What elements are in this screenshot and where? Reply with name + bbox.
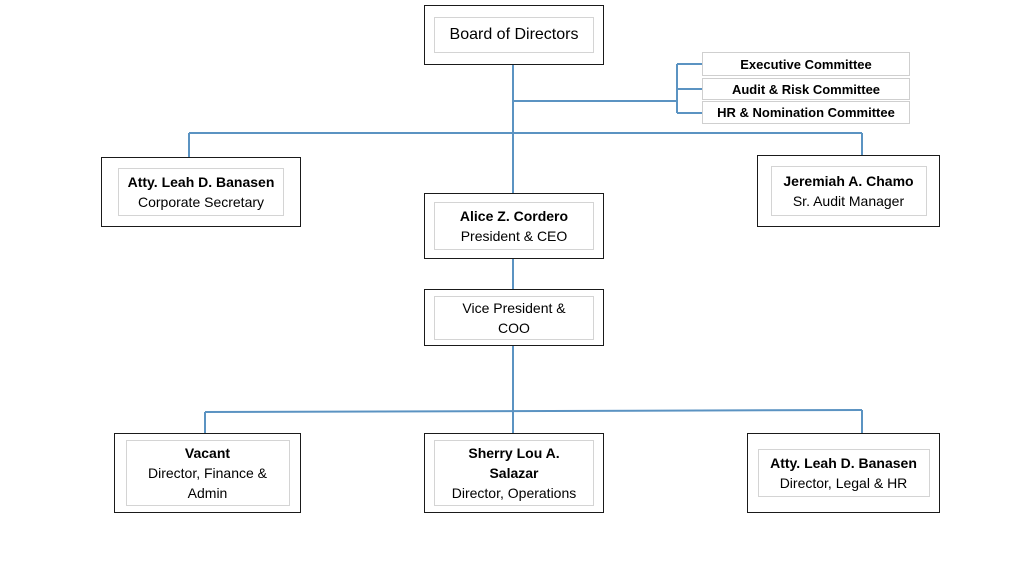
audit-manager-role: Sr. Audit Manager: [792, 193, 905, 209]
audit-manager-name: Jeremiah A. Chamo: [783, 173, 914, 189]
corporate-secretary-name: Atty. Leah D. Banasen: [127, 174, 275, 190]
committee-audit-risk-label: Audit & Risk Committee: [731, 81, 881, 97]
committee-executive: Executive Committee: [702, 52, 910, 76]
finance-director-role-line1: Director, Finance &: [147, 465, 268, 481]
vp-coo-box: Vice President & COO: [424, 289, 604, 346]
ceo-role: President & CEO: [460, 228, 568, 244]
operations-director-name-line2: Salazar: [489, 465, 539, 481]
finance-director-inner: Vacant Director, Finance & Admin: [125, 440, 290, 506]
vp-coo-role-line1: Vice President &: [462, 299, 566, 316]
ceo-name: Alice Z. Cordero: [459, 208, 569, 224]
audit-manager-box: Jeremiah A. Chamo Sr. Audit Manager: [757, 155, 940, 227]
committee-hr-nomination-label: HR & Nomination Committee: [717, 105, 895, 120]
legal-director-box: Atty. Leah D. Banasen Director, Legal & …: [747, 433, 940, 513]
connector-directors-bus: [204, 409, 863, 413]
finance-director-name: Vacant: [184, 445, 231, 461]
ceo-inner: Alice Z. Cordero President & CEO: [434, 202, 594, 250]
board-of-directors-label: Board of Directors: [449, 26, 579, 43]
vp-coo-role-line2: COO: [498, 319, 530, 336]
ceo-box: Alice Z. Cordero President & CEO: [424, 193, 604, 259]
corporate-secretary-inner: Atty. Leah D. Banasen Corporate Secretar…: [118, 168, 284, 216]
legal-director-name: Atty. Leah D. Banasen: [770, 455, 917, 471]
operations-director-inner: Sherry Lou A. Salazar Director, Operatio…: [434, 440, 594, 506]
operations-director-name-line1: Sherry Lou A.: [468, 445, 560, 461]
committee-executive-label: Executive Committee: [740, 56, 872, 72]
operations-director-role: Director, Operations: [451, 485, 577, 501]
audit-manager-inner: Jeremiah A. Chamo Sr. Audit Manager: [770, 166, 927, 216]
finance-director-box: Vacant Director, Finance & Admin: [114, 433, 301, 513]
legal-director-inner: Atty. Leah D. Banasen Director, Legal & …: [757, 449, 930, 497]
corporate-secretary-role: Corporate Secretary: [137, 194, 265, 210]
board-of-directors-box: Board of Directors: [424, 5, 604, 65]
committee-audit-risk: Audit & Risk Committee: [702, 78, 910, 100]
operations-director-box: Sherry Lou A. Salazar Director, Operatio…: [424, 433, 604, 513]
finance-director-role-line2: Admin: [187, 485, 228, 501]
legal-director-role: Director, Legal & HR: [779, 475, 908, 491]
board-of-directors-inner: Board of Directors: [434, 17, 594, 53]
corporate-secretary-box: Atty. Leah D. Banasen Corporate Secretar…: [101, 157, 301, 227]
committee-hr-nomination: HR & Nomination Committee: [702, 101, 910, 124]
vp-coo-inner: Vice President & COO: [434, 295, 594, 340]
